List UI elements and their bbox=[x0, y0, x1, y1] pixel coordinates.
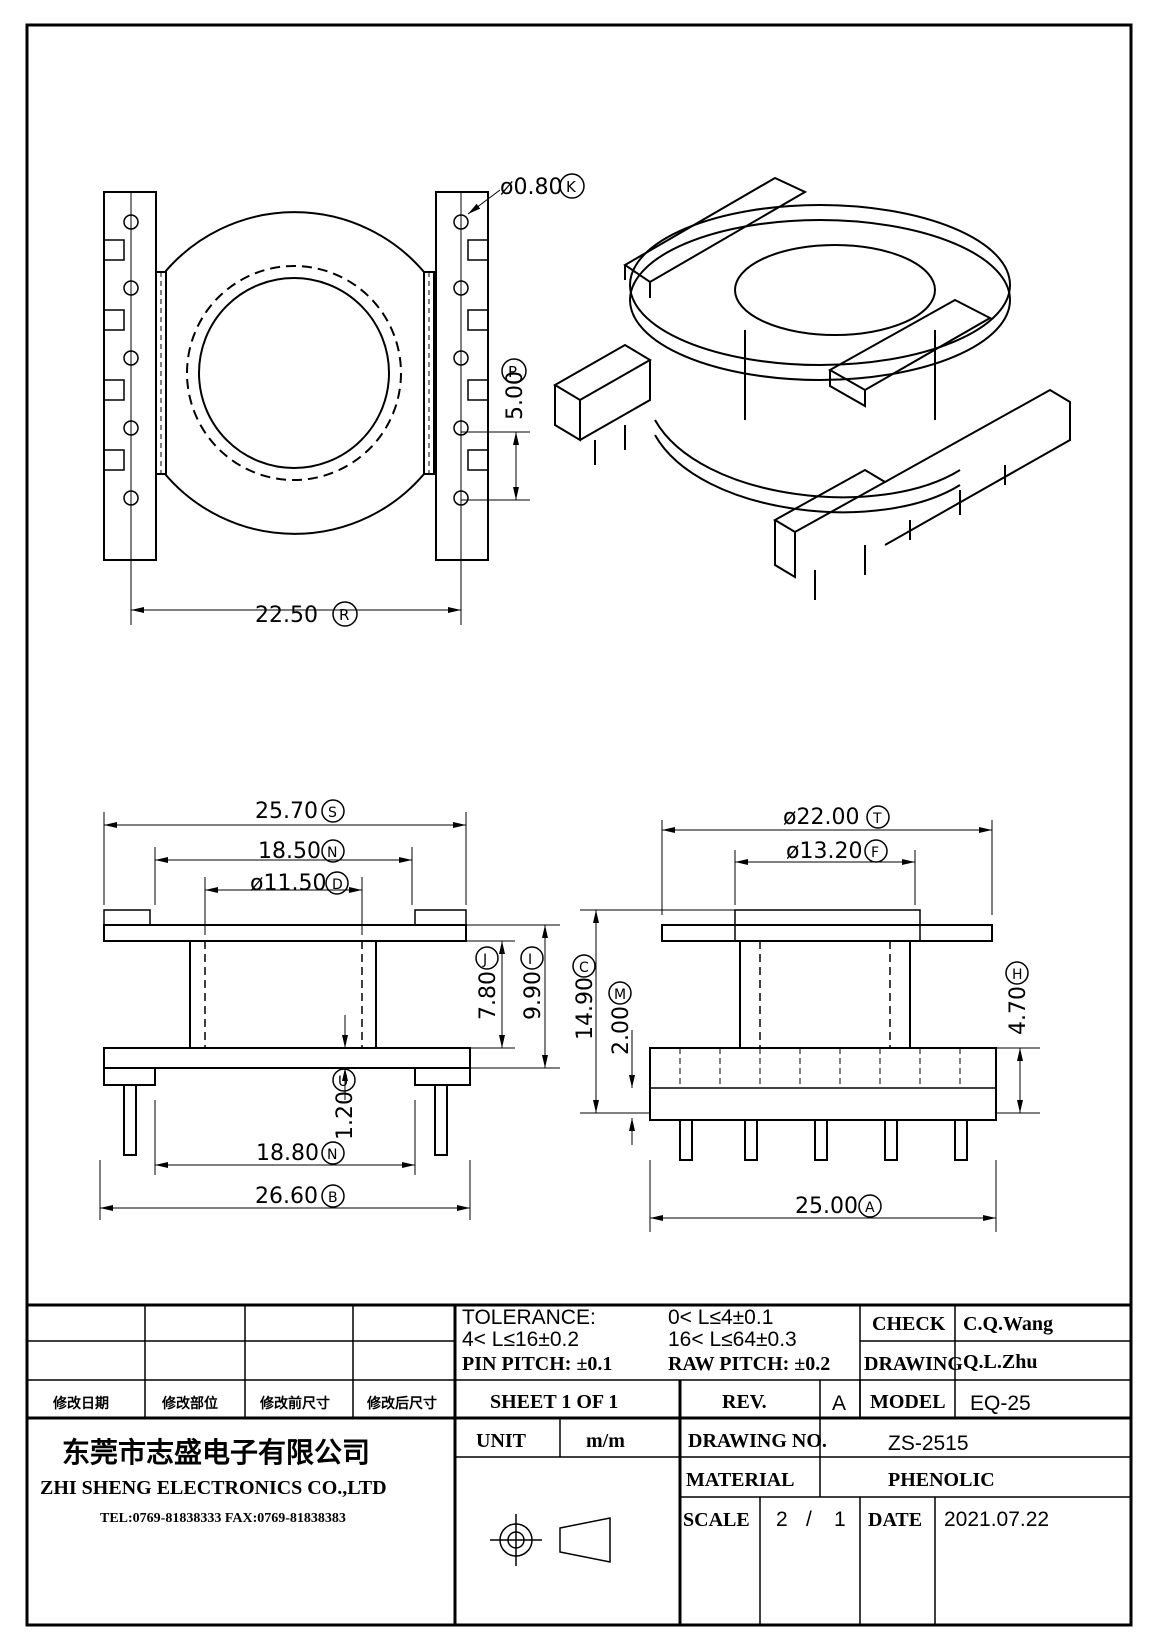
sheet-border bbox=[25, 23, 1133, 1627]
dim-top-width-ref: S bbox=[328, 805, 337, 821]
dim-pin-hole-ref: K bbox=[566, 178, 577, 196]
dim-base-height-ref: M bbox=[614, 987, 626, 1003]
dim-inner-dia: ø13.20 bbox=[786, 839, 862, 864]
title-block bbox=[27, 1303, 1131, 1625]
dim-base-width-ref: A bbox=[865, 1200, 875, 1216]
front-view bbox=[99, 812, 560, 1220]
dim-core-dia: ø11.50 bbox=[250, 871, 326, 896]
dim-flange-thk-ref: U bbox=[338, 1074, 348, 1090]
tolerance-2: 4< L≤16±0.2 bbox=[462, 1328, 579, 1351]
tolerance-5: RAW PITCH: ±0.2 bbox=[668, 1353, 830, 1375]
rev-value: A bbox=[832, 1392, 846, 1415]
projection-symbol bbox=[490, 1514, 611, 1566]
dim-flange-height-ref: I bbox=[528, 952, 532, 968]
material-value: PHENOLIC bbox=[888, 1469, 995, 1491]
tolerance-3: 16< L≤64±0.3 bbox=[668, 1328, 797, 1351]
dim-top-width: 25.70 bbox=[255, 799, 318, 824]
drawing-value: Q.L.Zhu bbox=[963, 1351, 1037, 1373]
rev-header-part: 修改部位 bbox=[161, 1395, 218, 1412]
top-view bbox=[103, 189, 530, 625]
rev-label: REV. bbox=[722, 1391, 767, 1413]
dim-total-height: 14.90 bbox=[573, 977, 598, 1040]
dim-bottom-inner: 18.80 bbox=[256, 1141, 319, 1166]
dim-bottom-width-ref: B bbox=[328, 1190, 338, 1206]
dim-total-height-ref: C bbox=[579, 960, 589, 976]
scale-den: 1 bbox=[834, 1508, 846, 1531]
dim-pin-pitch: 5.00 bbox=[503, 371, 528, 420]
dim-row-spacing: 22.50 bbox=[255, 603, 318, 628]
sheet-label: SHEET 1 OF 1 bbox=[490, 1391, 618, 1413]
dim-outer-dia: ø22.00 bbox=[783, 805, 859, 830]
check-label: CHECK bbox=[872, 1313, 946, 1335]
dim-inner-dia-ref: F bbox=[871, 845, 879, 861]
material-label: MATERIAL bbox=[686, 1469, 795, 1491]
dim-pin-pitch-ref: P bbox=[508, 363, 517, 381]
title-block-text: 修改日期 修改部位 修改前尺寸 修改后尺寸 TOLERANCE: 0< L≤4±… bbox=[40, 1306, 1053, 1531]
scale-num: 2 bbox=[776, 1508, 788, 1531]
rev-header-date: 修改日期 bbox=[52, 1395, 109, 1412]
rev-header-before: 修改前尺寸 bbox=[259, 1395, 330, 1412]
company-name-cn: 东莞市志盛电子有限公司 bbox=[62, 1436, 370, 1469]
tolerance-4: PIN PITCH: ±0.1 bbox=[462, 1353, 612, 1375]
dim-pin-height: 4.70 bbox=[1006, 986, 1031, 1035]
dim-flange-height: 9.90 bbox=[521, 971, 546, 1020]
scale-sep: / bbox=[806, 1508, 812, 1531]
dim-outer-dia-ref: T bbox=[872, 811, 882, 827]
company-tel: TEL:0769-81838333 FAX:0769-81838383 bbox=[100, 1511, 346, 1526]
model-label: MODEL bbox=[870, 1391, 946, 1413]
dim-base-height: 2.00 bbox=[609, 1006, 634, 1055]
dim-inner-width-ref: N bbox=[327, 845, 337, 861]
unit-value: m/m bbox=[586, 1430, 625, 1452]
tolerance-title: TOLERANCE: bbox=[462, 1306, 596, 1329]
model-value: EQ-25 bbox=[970, 1392, 1031, 1415]
dim-flange-thk: 1.20 bbox=[333, 1091, 358, 1140]
rev-header-after: 修改后尺寸 bbox=[366, 1395, 437, 1412]
date-label: DATE bbox=[868, 1509, 922, 1531]
dim-base-width: 25.00 bbox=[795, 1194, 858, 1219]
scale-label: SCALE bbox=[683, 1509, 750, 1531]
dim-pin-height-ref: H bbox=[1012, 967, 1023, 983]
drawing-no-label: DRAWING NO. bbox=[688, 1430, 827, 1452]
date-value: 2021.07.22 bbox=[944, 1508, 1049, 1531]
isometric-view bbox=[553, 176, 1071, 600]
company-name-en: ZHI SHENG ELECTRONICS CO.,LTD bbox=[40, 1477, 387, 1499]
dim-bottom-width: 26.60 bbox=[255, 1184, 318, 1209]
dim-pin-hole: ø0.80 bbox=[500, 175, 562, 200]
dim-winding-height: 7.80 bbox=[476, 971, 501, 1020]
check-value: C.Q.Wang bbox=[963, 1313, 1053, 1335]
unit-label: UNIT bbox=[476, 1430, 527, 1452]
drawing-no-value: ZS-2515 bbox=[888, 1432, 969, 1455]
dim-bottom-inner-ref: N bbox=[327, 1147, 337, 1163]
drawing-label: DRAWING bbox=[864, 1353, 963, 1375]
dim-inner-width: 18.50 bbox=[258, 839, 321, 864]
dim-winding-height-ref: J bbox=[482, 952, 487, 968]
dim-row-spacing-ref: R bbox=[339, 606, 349, 624]
dim-core-dia-ref: D bbox=[332, 877, 343, 893]
tolerance-1: 0< L≤4±0.1 bbox=[668, 1306, 773, 1329]
side-view bbox=[580, 820, 1040, 1232]
